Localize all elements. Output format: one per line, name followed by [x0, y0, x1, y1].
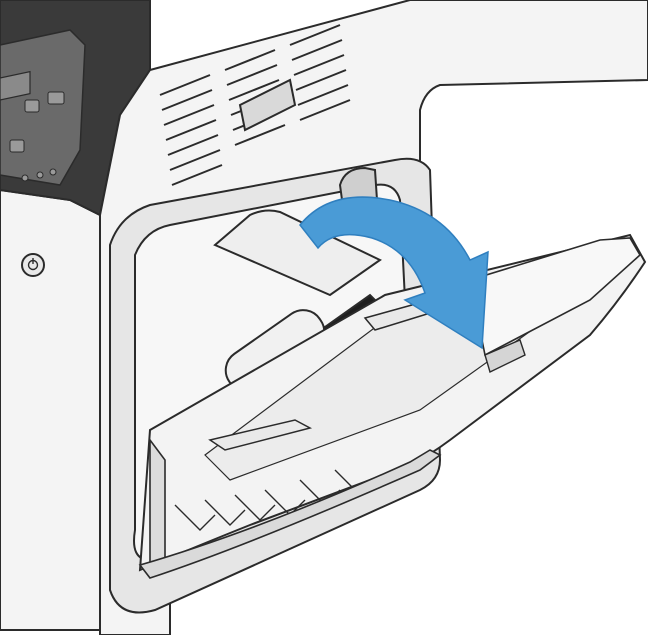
power-icon [27, 258, 39, 271]
tray-extension-tab [484, 339, 526, 373]
panel-button [24, 99, 40, 113]
printer-left-face [0, 188, 101, 631]
paper-guide-left [208, 419, 313, 451]
panel-led [36, 171, 44, 179]
panel-button [47, 91, 65, 105]
side-handle [238, 78, 297, 132]
tray-hinge [149, 437, 166, 572]
upper-guide-flap [213, 209, 382, 297]
panel-button [9, 139, 25, 153]
display-screen [0, 70, 31, 101]
tray-front-lip [138, 449, 442, 579]
curved-arrow-icon [299, 196, 489, 350]
panel-led [49, 168, 57, 176]
panel-led [21, 174, 29, 182]
control-panel-face [0, 29, 86, 186]
power-button [21, 253, 45, 277]
